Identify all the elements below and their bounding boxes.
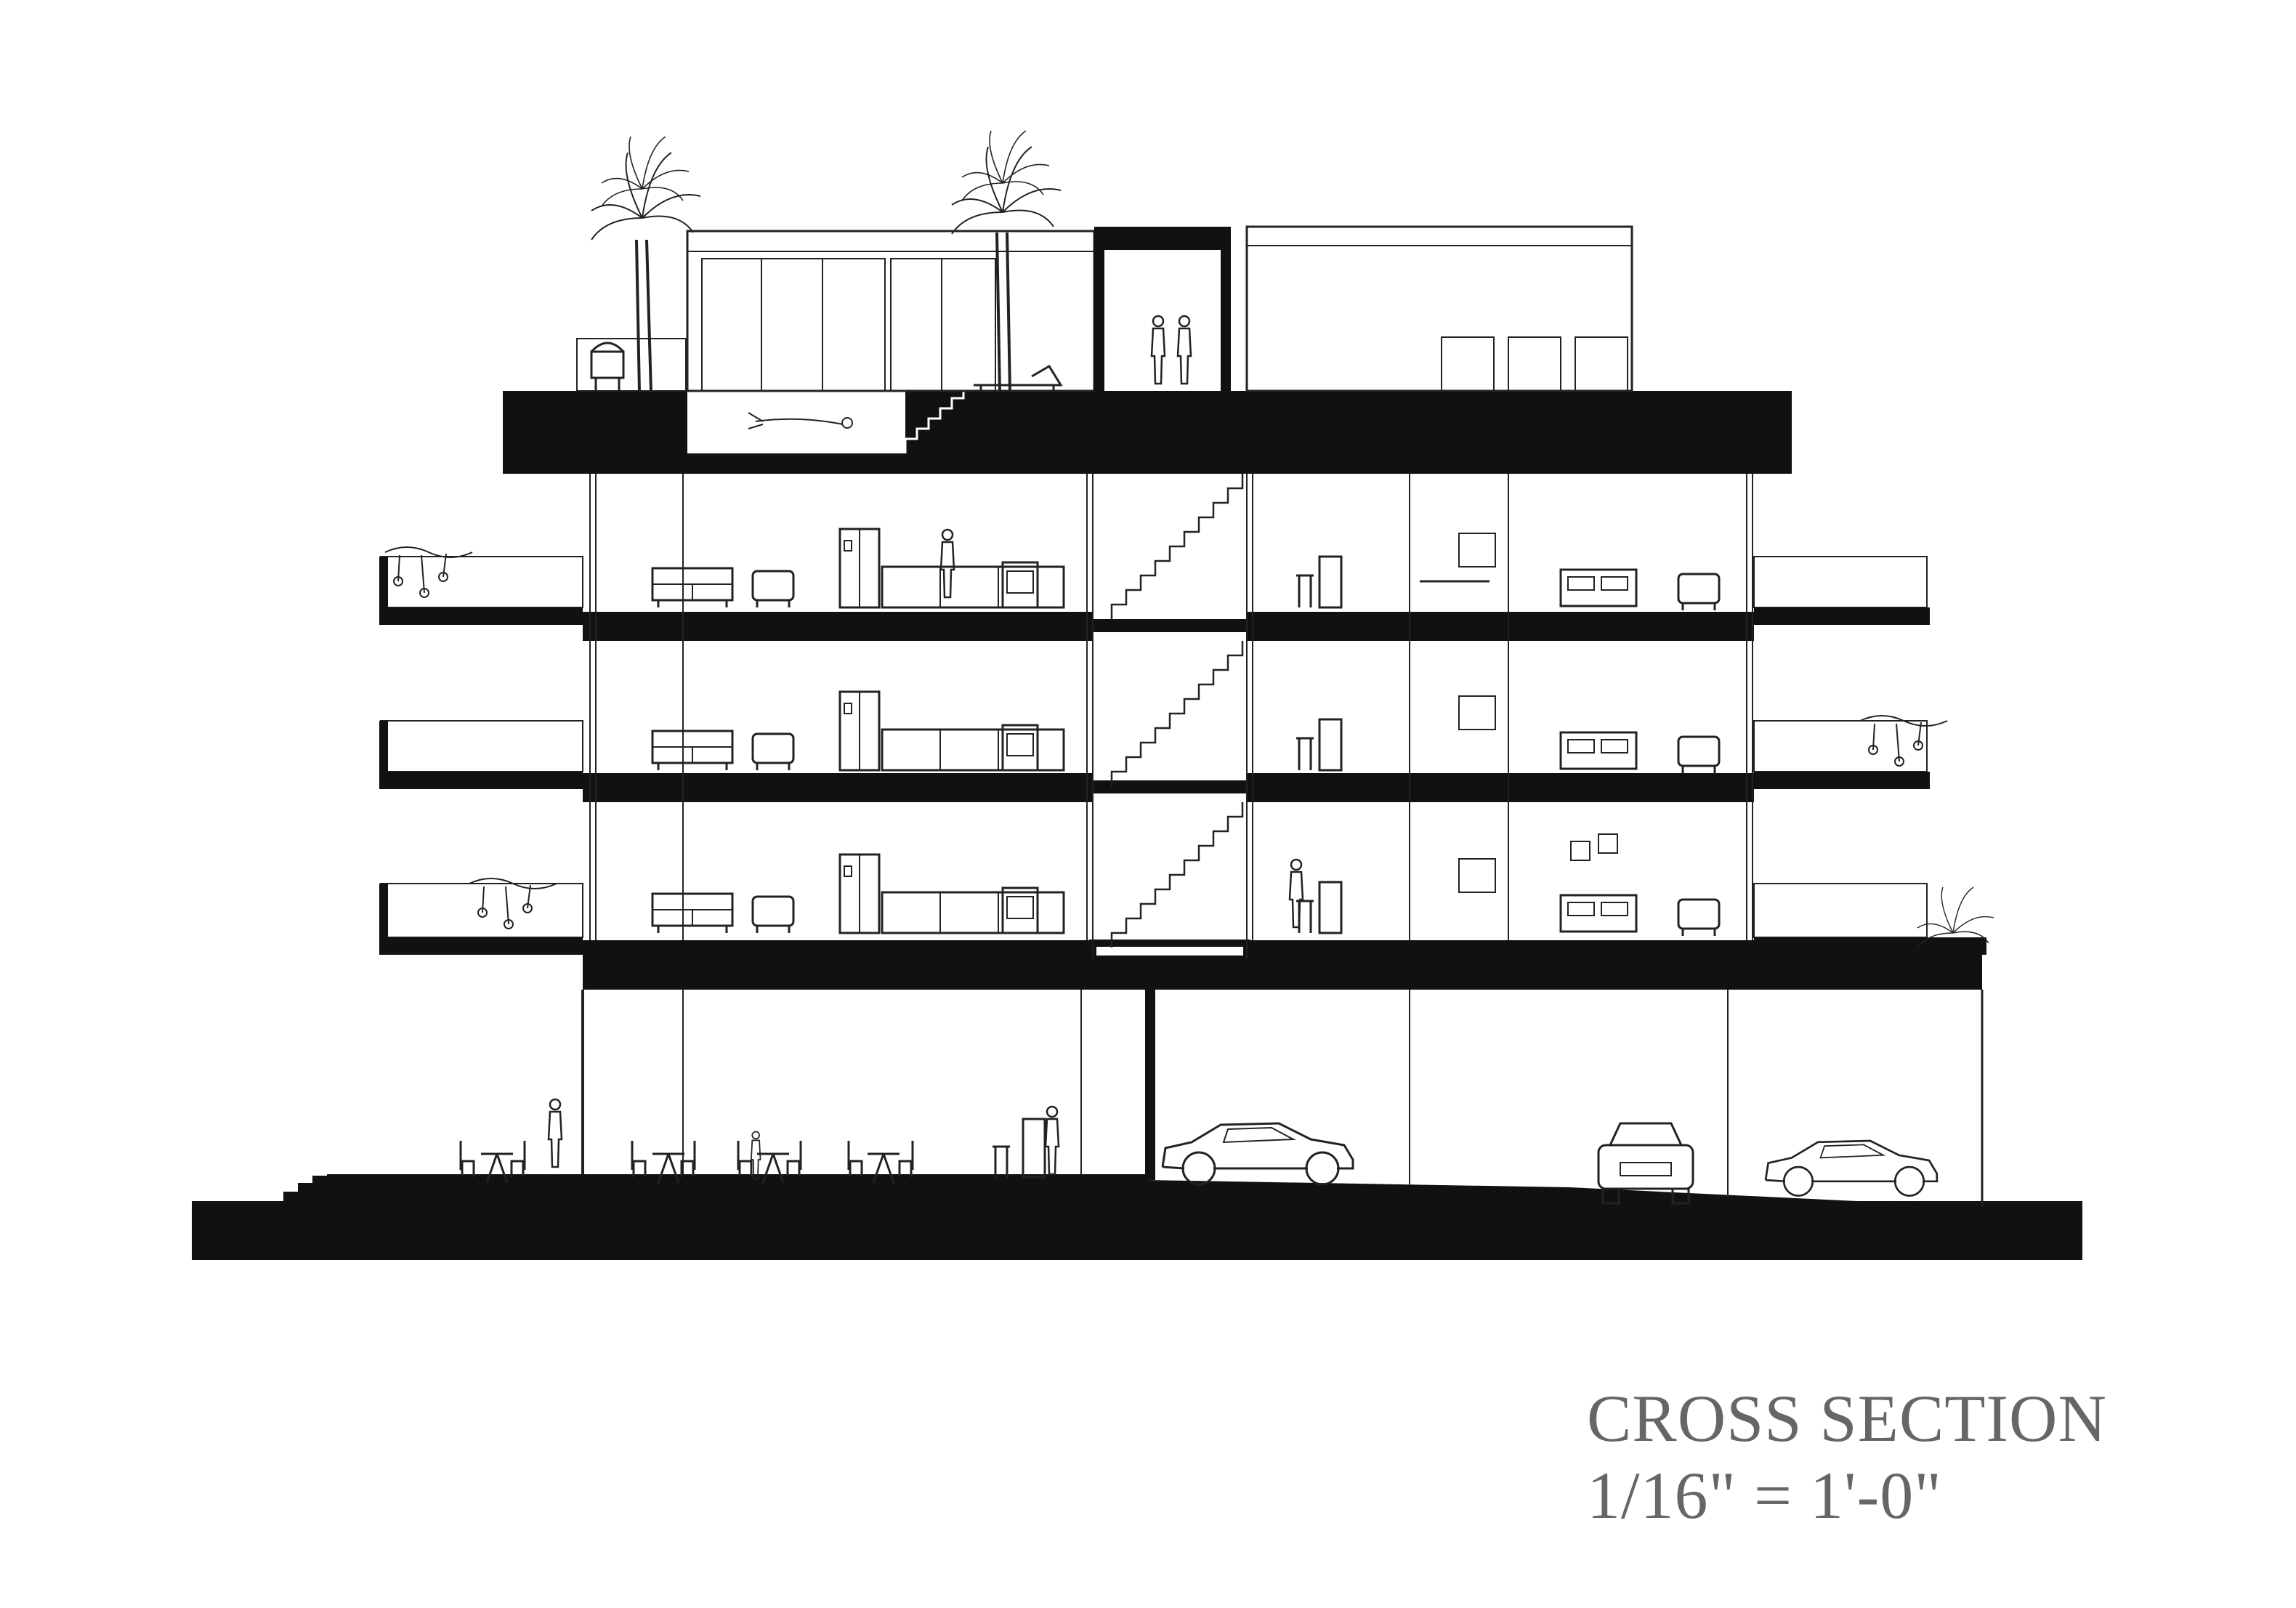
person [1150, 315, 1166, 385]
lounge-chair [974, 364, 1063, 391]
drawing-title: CROSS SECTION [1587, 1381, 2107, 1455]
floor-3-interior [651, 528, 1721, 612]
person [1288, 858, 1304, 929]
garage-wall [1145, 990, 1155, 1180]
roof-structure [1245, 225, 1633, 392]
level-1-slab [1247, 773, 1754, 802]
stair-core-roof [1094, 227, 1231, 250]
floor-1-interior [651, 833, 1721, 937]
floor-2-interior [651, 690, 1721, 775]
swimmer [748, 412, 853, 429]
vines [384, 546, 473, 598]
person [751, 1131, 761, 1180]
level-2-slab [583, 612, 1093, 641]
stair-landing [1089, 940, 1250, 963]
person [939, 528, 955, 599]
cafe-furniture [459, 1118, 1046, 1184]
level-1-slab [583, 773, 1093, 802]
foundation-slab [192, 1201, 2082, 1260]
stairs [1110, 801, 1244, 949]
person [1044, 1105, 1060, 1176]
vines [1859, 715, 1948, 767]
car [1764, 1139, 1939, 1197]
stairs [1110, 639, 1244, 788]
grill [590, 342, 625, 391]
stair-landing [1093, 619, 1247, 632]
vines [469, 878, 557, 929]
ground-ceiling-slab [583, 940, 1982, 990]
person [547, 1098, 563, 1168]
stairs [1110, 472, 1244, 621]
ramp-grade [1147, 1180, 1962, 1206]
car [1161, 1122, 1354, 1186]
level-2-slab [1247, 612, 1754, 641]
palm-tree [591, 136, 701, 393]
drawing-scale: 1/16" = 1'-0" [1587, 1458, 1942, 1532]
stair-landing [1093, 780, 1247, 793]
palm-tree [951, 130, 1062, 393]
title-block: CROSS SECTION 1/16" = 1'-0" [1587, 1381, 2107, 1535]
pool [687, 391, 905, 453]
person [1176, 315, 1192, 385]
entry-steps [283, 1174, 1147, 1201]
